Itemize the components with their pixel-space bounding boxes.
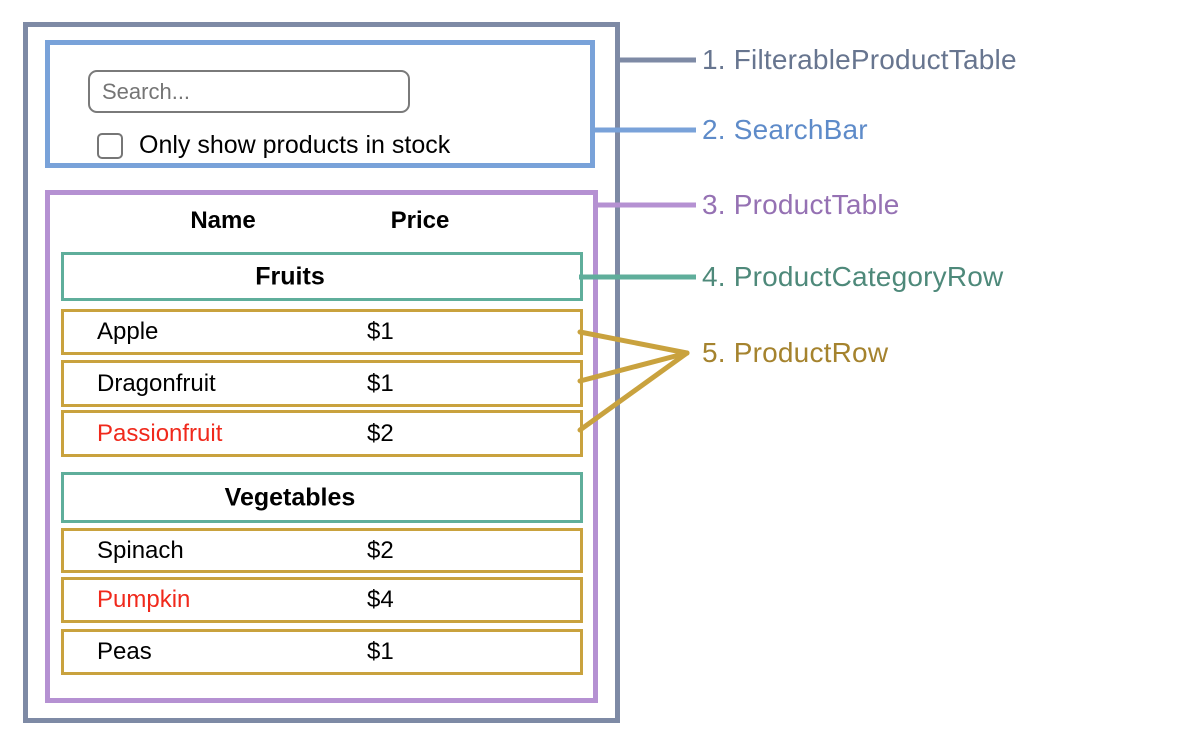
in-stock-filter: Only show products in stock — [97, 131, 450, 160]
product-price: $2 — [367, 536, 394, 564]
product-table-box: Name Price Fruits Apple $1 Dragonfruit $… — [45, 190, 598, 703]
product-category-row-fruits: Fruits — [61, 252, 583, 301]
product-name-out-of-stock: Pumpkin — [97, 586, 191, 613]
in-stock-checkbox-label: Only show products in stock — [139, 131, 451, 159]
product-price: $2 — [367, 419, 394, 447]
legend-label-product-table: 3. ProductTable — [702, 189, 900, 220]
search-bar-box: Only show products in stock — [45, 40, 595, 168]
product-price: $4 — [367, 586, 394, 613]
product-row: Pumpkin $4 — [61, 577, 583, 623]
product-name: Spinach — [97, 536, 184, 564]
category-label: Fruits — [255, 262, 325, 290]
product-row: Spinach $2 — [61, 528, 583, 573]
product-price: $1 — [367, 638, 394, 665]
legend-label-product-category-row: 4. ProductCategoryRow — [702, 261, 1004, 292]
product-row: Dragonfruit $1 — [61, 360, 583, 407]
category-label: Vegetables — [224, 483, 356, 511]
search-input[interactable] — [88, 70, 410, 113]
column-header-price: Price — [390, 207, 450, 234]
legend-label-product-row: 5. ProductRow — [702, 337, 889, 368]
product-category-row-vegetables: Vegetables — [61, 472, 583, 523]
product-row: Apple $1 — [61, 309, 583, 355]
legend-label-search-bar: 2. SearchBar — [702, 114, 868, 145]
product-row: Passionfruit $2 — [61, 410, 583, 457]
product-name: Peas — [97, 638, 152, 665]
product-price: $1 — [367, 318, 394, 345]
product-row: Peas $1 — [61, 629, 583, 675]
product-name: Dragonfruit — [97, 369, 216, 397]
legend-label-filterable-product-table: 1. FilterableProductTable — [702, 44, 1017, 75]
product-name-out-of-stock: Passionfruit — [97, 419, 223, 447]
product-price: $1 — [367, 369, 394, 397]
filterable-product-table-box: Only show products in stock Name Price F… — [23, 22, 620, 723]
column-header-name: Name — [190, 207, 256, 234]
product-name: Apple — [97, 318, 159, 345]
in-stock-checkbox[interactable] — [97, 132, 123, 159]
